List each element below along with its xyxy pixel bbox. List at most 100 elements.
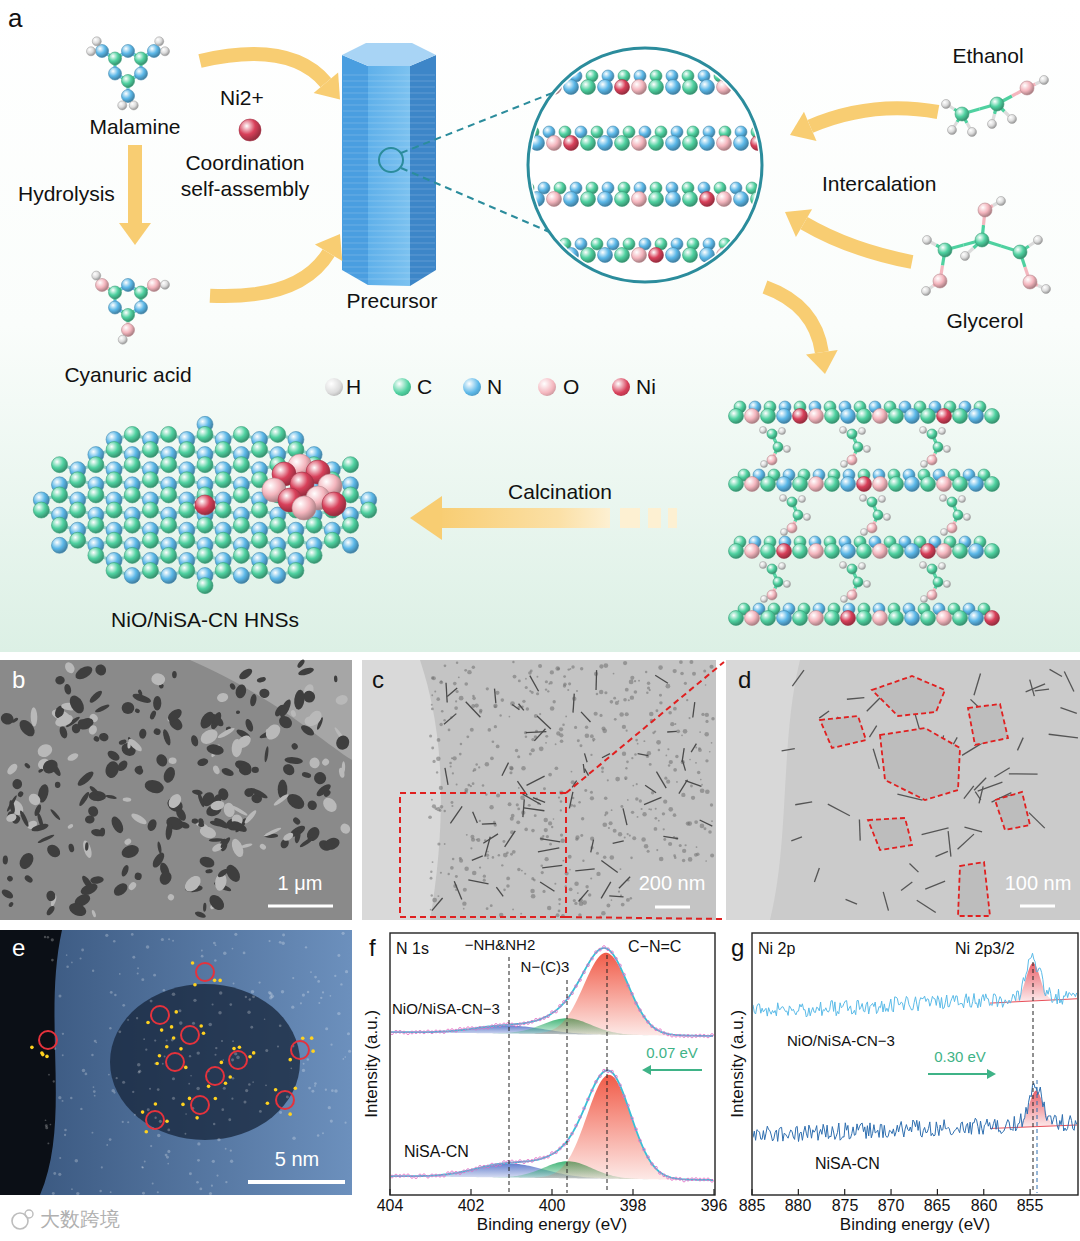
- speck: [555, 666, 559, 670]
- speck: [80, 957, 82, 959]
- atom-sphere: [598, 248, 613, 263]
- atom-sphere: [745, 611, 760, 626]
- atom-sphere: [959, 496, 966, 503]
- atom-sphere: [767, 564, 777, 574]
- atom-sphere: [179, 563, 195, 579]
- atom-sphere: [840, 562, 847, 569]
- speck: [603, 856, 607, 860]
- pore: [309, 757, 321, 769]
- wrinkle: [446, 683, 447, 703]
- atom-sphere: [889, 611, 904, 626]
- prism-layer-line: [343, 225, 435, 226]
- speck: [163, 989, 166, 992]
- wrinkle: [901, 882, 912, 890]
- atom-sphere: [547, 248, 562, 263]
- speck: [567, 668, 569, 670]
- atom-sphere: [841, 409, 856, 424]
- atom-sphere: [52, 517, 68, 533]
- speck: [562, 723, 565, 726]
- speck: [464, 682, 468, 686]
- speck: [654, 827, 658, 831]
- wrinkle: [534, 729, 545, 741]
- speck: [473, 768, 476, 771]
- speck: [666, 684, 671, 689]
- speck: [459, 696, 464, 701]
- atom-sphere: [948, 126, 957, 135]
- atom-sphere: [804, 514, 811, 521]
- atom-sphere: [161, 517, 177, 533]
- pore: [139, 728, 147, 739]
- sheet-outline: [958, 862, 990, 916]
- pore: [210, 799, 226, 811]
- speck: [664, 777, 667, 780]
- speck: [331, 1089, 334, 1092]
- speck: [565, 716, 567, 718]
- speck: [705, 789, 710, 794]
- speck: [436, 697, 440, 701]
- speck: [432, 898, 437, 903]
- speck: [440, 681, 442, 683]
- atom-sphere: [751, 238, 763, 250]
- sheet-outline: [880, 728, 960, 800]
- speck: [518, 787, 520, 789]
- atom-sphere: [147, 279, 160, 292]
- pore: [273, 793, 290, 807]
- pore: [66, 752, 79, 763]
- pore: [71, 723, 81, 734]
- atom-sphere: [134, 67, 147, 80]
- atom-sphere: [1023, 275, 1037, 289]
- pore: [0, 888, 14, 901]
- pore: [217, 726, 236, 739]
- speck: [709, 665, 713, 669]
- speck: [655, 808, 657, 810]
- atom-sphere: [215, 563, 231, 579]
- atom-sphere: [859, 563, 866, 570]
- speck: [431, 747, 434, 750]
- atom-sphere: [543, 238, 555, 250]
- pore: [104, 760, 121, 780]
- atom-sphere: [666, 80, 681, 95]
- atom-sphere: [142, 442, 158, 458]
- pore: [165, 822, 174, 840]
- speck: [464, 867, 468, 871]
- speck: [524, 873, 526, 875]
- atom-sphere: [215, 472, 231, 488]
- atom-sphere: [52, 537, 68, 553]
- speck: [680, 672, 684, 676]
- prism-layer-line: [343, 117, 435, 118]
- atom-sphere: [179, 532, 195, 548]
- pore: [206, 892, 227, 913]
- atom-sphere: [933, 442, 943, 452]
- speck: [622, 752, 626, 756]
- speck: [709, 751, 711, 753]
- pore: [292, 816, 302, 826]
- atom-sphere: [717, 136, 732, 151]
- prism-layer-line: [343, 201, 435, 202]
- wrinkle: [700, 820, 713, 826]
- speck: [596, 852, 599, 855]
- pore: [256, 676, 266, 683]
- atom-sphere: [777, 409, 792, 424]
- speck: [632, 785, 634, 787]
- speck: [516, 820, 520, 824]
- pore: [5, 812, 18, 823]
- pore: [35, 742, 54, 759]
- speck: [624, 836, 626, 838]
- pore: [33, 804, 42, 817]
- speck: [330, 995, 332, 997]
- speck: [545, 742, 547, 744]
- speck: [610, 855, 615, 860]
- atom-sphere: [161, 547, 177, 563]
- pore: [259, 688, 270, 699]
- zoom-leader: [566, 917, 724, 919]
- pore: [37, 833, 55, 844]
- speck: [563, 675, 566, 678]
- speck: [330, 1043, 332, 1045]
- speck: [108, 1074, 110, 1076]
- wrinkle: [638, 754, 649, 756]
- pore: [198, 824, 217, 840]
- speck: [639, 799, 642, 802]
- speck: [679, 660, 683, 664]
- pore: [179, 820, 191, 829]
- zoom-marker: [379, 148, 403, 172]
